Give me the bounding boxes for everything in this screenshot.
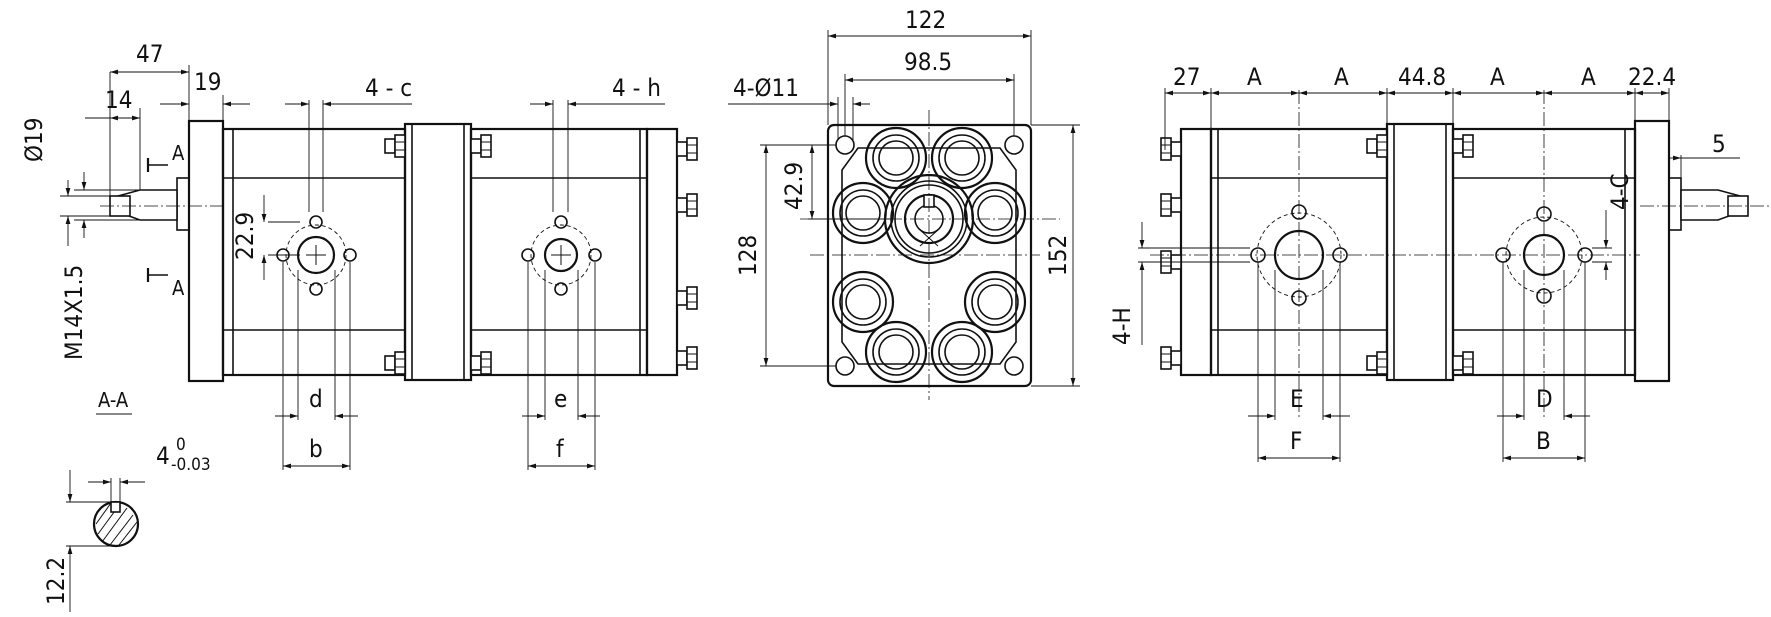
section-a-a: A-A 4 0 -0.03 12.2: [42, 388, 211, 612]
dim-F: F: [1290, 427, 1302, 455]
port-front: [276, 215, 357, 296]
dim-4-H: 4-H: [1108, 307, 1136, 345]
pump-body-rear: [469, 127, 649, 377]
dim-A-1: A: [1247, 63, 1262, 91]
dim-E: E: [1290, 385, 1304, 413]
rear-cover-right: [1179, 127, 1213, 377]
port-rear: [521, 215, 602, 296]
flange-outline: [826, 123, 1033, 388]
dim-4-dia11: 4-Ø11: [733, 74, 799, 102]
dim-27: 27: [1173, 63, 1200, 91]
center-plate-right: [1385, 122, 1455, 382]
dim-22-9: 22.9: [231, 212, 259, 260]
dim-98-5: 98.5: [904, 48, 952, 76]
dim-4-h: 4 - h: [612, 74, 661, 102]
dim-44-8: 44.8: [1398, 63, 1446, 91]
left-side-view: A A 47 14 19 Ø19 M14X1.5: [20, 40, 698, 470]
rear-cover: [645, 127, 679, 377]
mounting-flange: [187, 119, 225, 383]
dim-A-2: A: [1334, 63, 1349, 91]
thread-spec: M14X1.5: [60, 265, 88, 360]
section-label: A-A: [98, 388, 129, 412]
dim-f: f: [556, 435, 565, 463]
dim-A-4: A: [1581, 63, 1596, 91]
dim-14: 14: [105, 86, 132, 114]
dim-b: b: [309, 435, 323, 463]
dim-47: 47: [136, 40, 163, 68]
key-width: 4: [156, 442, 170, 470]
dim-4-c: 4 - c: [365, 74, 412, 102]
center-plate: [403, 122, 473, 382]
dim-128: 128: [734, 235, 762, 276]
dim-5: 5: [1712, 130, 1726, 158]
dim-152: 152: [1044, 235, 1072, 276]
dim-e: e: [554, 385, 567, 413]
right-side-view: 27 A A 44.8 A A 22.4 5 4-C 4-H E F: [1108, 63, 1771, 462]
front-view: 122 98.5 4-Ø11 42.9 128 152: [728, 6, 1080, 400]
dim-12-2: 12.2: [42, 557, 70, 605]
dim-19: 19: [194, 68, 221, 96]
key-tol-lower: -0.03: [171, 455, 211, 475]
key-slot: [110, 501, 121, 513]
dim-42-9: 42.9: [780, 162, 808, 210]
dim-22-4: 22.4: [1628, 63, 1676, 91]
tie-bolts-right: [1160, 137, 1182, 370]
tie-bolts-center-right: [1366, 134, 1474, 375]
section-mark-top: A: [172, 141, 185, 165]
dim-A-3: A: [1490, 63, 1505, 91]
dim-d: d: [309, 385, 323, 413]
dim-D: D: [1536, 385, 1553, 413]
dim-4-C: 4-C: [1606, 173, 1634, 210]
dim-dia19: Ø19: [20, 118, 48, 162]
key-tol-upper: 0: [176, 435, 186, 455]
body-outline: [841, 147, 1017, 365]
dim-B: B: [1536, 427, 1551, 455]
mounting-flange-right: [1633, 119, 1671, 383]
tie-bolts: [384, 134, 698, 375]
section-mark-bottom: A: [172, 276, 185, 300]
dim-122: 122: [905, 6, 946, 34]
